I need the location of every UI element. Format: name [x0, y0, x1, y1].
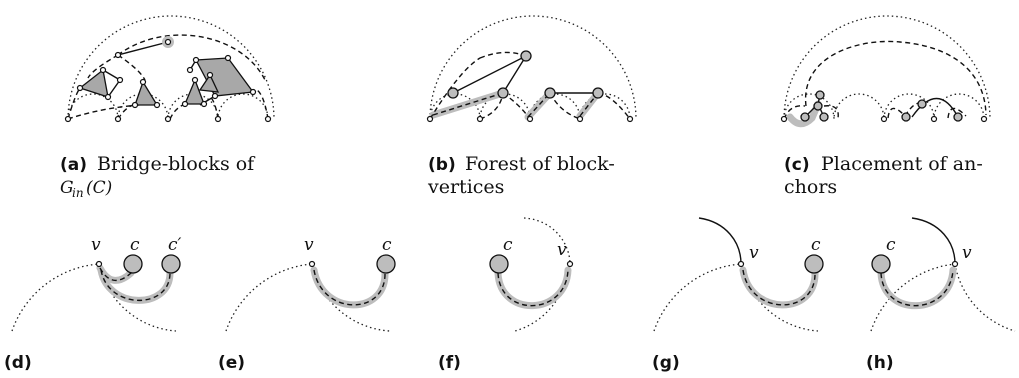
tag-g: (g)	[652, 353, 680, 373]
highlight	[310, 266, 389, 309]
vertex-v	[951, 260, 959, 268]
dashed-edges	[67, 54, 269, 120]
block-2	[134, 80, 159, 106]
dashed	[742, 269, 816, 306]
highlight-2	[97, 266, 174, 304]
vertex-v	[737, 260, 745, 268]
highlight-paths	[429, 89, 602, 121]
panel-f: c v (f)	[438, 217, 574, 373]
dashed	[313, 269, 386, 306]
caption-b-line1: Forest of block-	[465, 153, 615, 175]
dashed-2	[100, 269, 171, 302]
block-3	[184, 78, 205, 105]
label-v: v	[962, 243, 972, 263]
highlight	[494, 266, 572, 310]
tag-a: (a)	[60, 155, 87, 175]
highlight	[877, 266, 957, 310]
tag-f: (f)	[438, 353, 461, 373]
label-v: v	[557, 240, 567, 260]
panel-h: c v (h)	[866, 217, 1016, 373]
label-c-prime: c′	[168, 235, 182, 255]
right-dotted-arc	[954, 263, 1016, 332]
caption-a-g: G	[60, 178, 74, 198]
tag-c: (c)	[784, 155, 810, 175]
block-5	[198, 73, 220, 93]
label-v: v	[304, 235, 314, 255]
vertices	[780, 90, 988, 123]
block-c-prime	[161, 254, 181, 274]
anchor-dashed	[783, 102, 967, 120]
left-dotted-arc	[225, 263, 313, 332]
right-dotted-arc	[514, 263, 571, 332]
caption-b-line2: vertices	[427, 176, 504, 198]
caption-a-rest: (C)	[86, 178, 112, 198]
panel-c: (c) Placement of an- chors	[780, 15, 991, 198]
bottom-arcs	[67, 93, 269, 120]
caption-a-line1: Bridge-blocks of	[97, 153, 256, 175]
block-1	[78, 68, 109, 98]
left-dotted-arc	[11, 263, 100, 332]
tag-b: (b)	[428, 155, 456, 175]
vertices	[426, 50, 634, 123]
outer-solid-arc	[698, 217, 742, 265]
label-v: v	[749, 243, 759, 263]
right-dotted-arc	[98, 263, 177, 332]
outer-arc	[67, 15, 275, 120]
label-c: c	[503, 235, 513, 255]
tag-e: (e)	[218, 353, 245, 373]
left-dotted-arc	[653, 263, 742, 332]
inner-dashed-arc	[805, 40, 987, 116]
highlight	[739, 266, 819, 309]
panel-b: (b) Forest of block- vertices	[426, 15, 637, 198]
caption-c-line2: chors	[784, 176, 837, 198]
label-c: c	[130, 235, 140, 255]
outer-arc	[783, 15, 991, 120]
block-c	[123, 254, 143, 274]
panel-a: (a) Bridge-blocks of G in (C)	[60, 15, 275, 200]
dashed	[497, 269, 569, 307]
block-c	[804, 254, 824, 274]
dashed-1	[99, 267, 132, 281]
caption-a-sub: in	[72, 186, 84, 200]
left-dotted-arc	[870, 263, 956, 332]
dashed-arc	[117, 34, 266, 81]
right-dotted-arc	[740, 263, 819, 332]
tag-h: (h)	[866, 353, 894, 373]
tag-d: (d)	[4, 353, 32, 373]
caption-c-line1: Placement of an-	[821, 153, 983, 175]
vertices	[64, 38, 272, 123]
vertex-v	[308, 260, 316, 268]
outer-arc	[429, 15, 637, 120]
vertex-v	[95, 260, 103, 268]
label-c: c	[811, 235, 821, 255]
block-c	[376, 254, 396, 274]
right-dotted-arc	[311, 263, 391, 332]
dashed	[880, 269, 954, 307]
label-c: c	[886, 235, 896, 255]
block-c	[489, 254, 509, 274]
label-v: v	[91, 235, 101, 255]
block-c	[871, 254, 891, 274]
panel-e: v c (e)	[218, 235, 396, 373]
label-c: c	[382, 235, 392, 255]
vertex-v	[566, 260, 574, 268]
panel-d: v c c′ (d)	[4, 235, 182, 373]
outer-solid-arc	[911, 217, 956, 265]
dashed-edges	[429, 51, 631, 120]
panel-g: v c (g)	[652, 217, 824, 373]
